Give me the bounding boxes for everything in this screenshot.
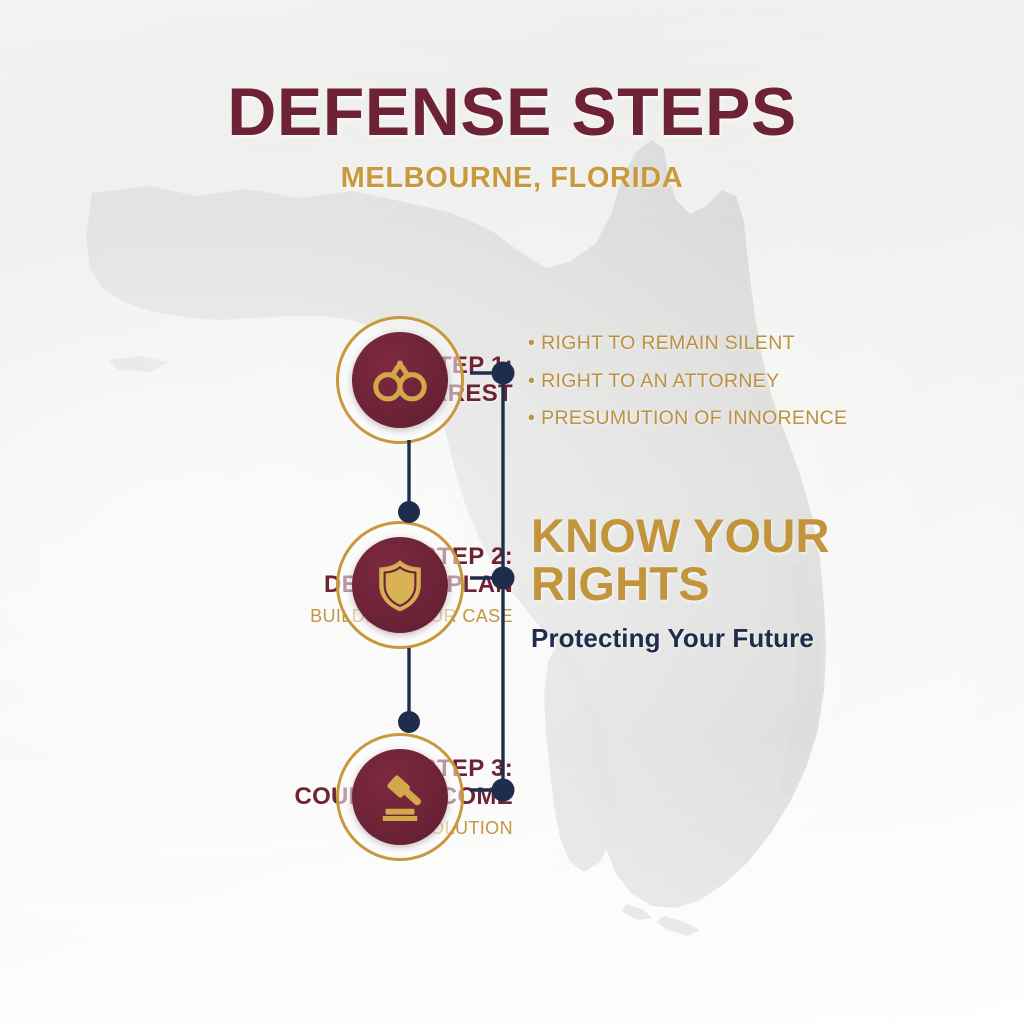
step-3[interactable]: STEP 3: COURT OUTCOME RESOLUTION (55, 722, 535, 872)
handcuffs-icon (352, 332, 448, 428)
callout-subtitle: Protecting Your Future (531, 622, 814, 653)
rights-list: •RIGHT TO REMAIN SILENT •RIGHT TO AN ATT… (528, 332, 908, 447)
step-2[interactable]: STEP 2: DEFENSE PLAN BUILDING YOUR CASE (55, 510, 535, 660)
bullet-icon: • (528, 332, 536, 354)
bullet-icon: • (528, 407, 536, 429)
callout-title-line2: RIGHTS (531, 557, 710, 611)
step-1[interactable]: STEP 1: ARREST (55, 305, 535, 455)
header: DEFENSE STEPS MELBOURNE, FLORIDA (0, 78, 1024, 195)
shield-icon (352, 537, 448, 633)
rights-item-label: RIGHT TO AN ATTORNEY (541, 369, 780, 392)
rights-list-item: •RIGHT TO REMAIN SILENT (528, 332, 908, 354)
know-your-rights-callout: KNOW YOUR RIGHTS Protecting Your Future (531, 509, 931, 654)
page-subtitle: MELBOURNE, FLORIDA (340, 162, 684, 194)
rights-item-label: RIGHT TO REMAIN SILENT (541, 332, 795, 354)
rights-list-item: •PRESUMUTION OF INNORENCE (528, 407, 908, 429)
step-1-badge[interactable] (336, 316, 464, 444)
step-3-badge[interactable] (336, 733, 464, 861)
rights-list-item: •RIGHT TO AN ATTORNEY (528, 369, 908, 392)
callout-title-line1: KNOW YOUR (531, 509, 830, 562)
step-2-badge[interactable] (336, 521, 464, 649)
bullet-icon: • (528, 369, 536, 392)
callout-title: KNOW YOUR RIGHTS (531, 509, 931, 611)
page-title: DEFENSE STEPS (227, 74, 797, 150)
gavel-icon (352, 749, 448, 845)
rights-item-label: PRESUMUTION OF INNORENCE (541, 407, 848, 429)
